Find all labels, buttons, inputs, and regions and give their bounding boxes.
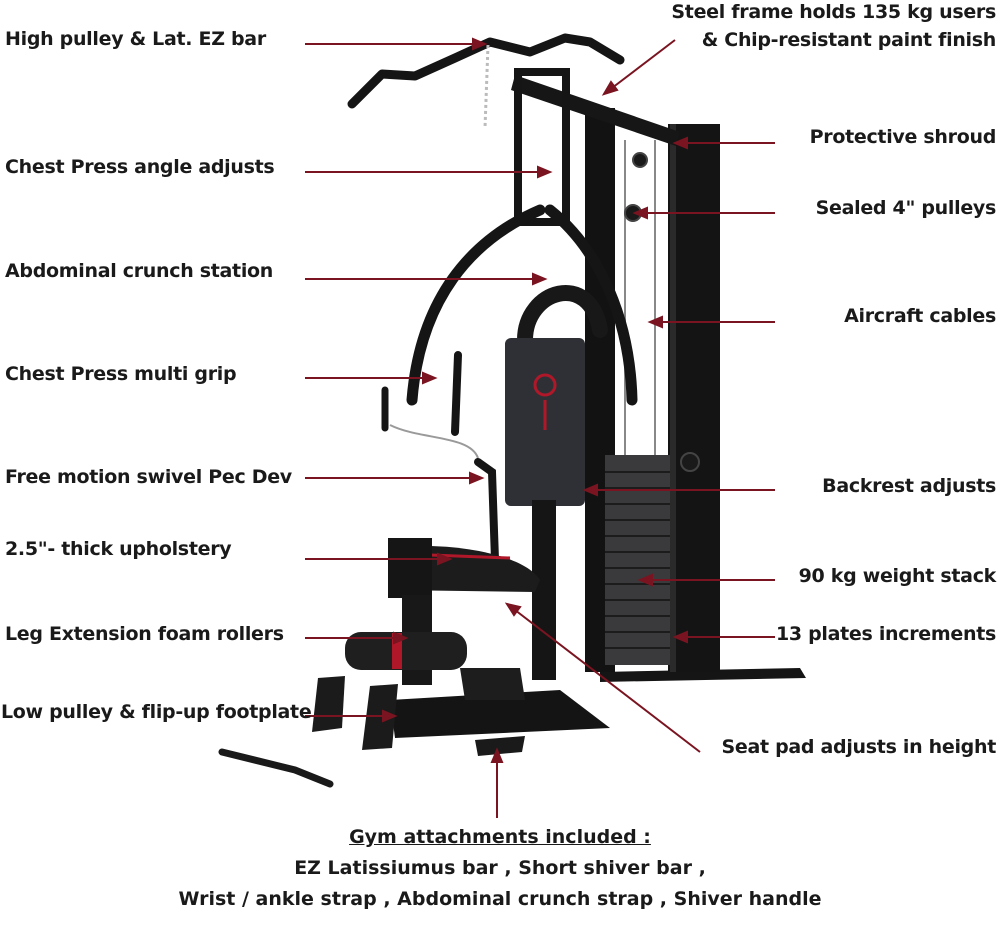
label-leg-extension: Leg Extension foam rollers (5, 623, 284, 645)
label-abdominal-crunch: Abdominal crunch station (5, 260, 274, 282)
attachments-line-1: EZ Latissiumus bar , Short shiver bar , (294, 857, 706, 879)
label-seat-pad: Seat pad adjusts in height (721, 736, 997, 758)
label-chest-press-angle: Chest Press angle adjusts (5, 156, 275, 178)
label-upholstery: 2.5"- thick upholstery (5, 538, 232, 560)
leader-line (514, 609, 701, 753)
lat-ez-bar (347, 33, 625, 109)
label-low-pulley: Low pulley & flip-up footplate (1, 701, 312, 723)
shiver-handle (218, 748, 334, 788)
top-beam (511, 75, 680, 146)
label-paint-finish: & Chip-resistant paint finish (701, 29, 997, 51)
footplate-left (312, 676, 345, 732)
attachments-caption: Gym attachments included : EZ Latissiumu… (0, 822, 1000, 915)
ankle-strap (475, 736, 525, 756)
leader-line (611, 39, 676, 89)
label-sealed-pulleys: Sealed 4" pulleys (815, 197, 997, 219)
front-base-foot (390, 690, 610, 738)
label-steel-frame: Steel frame holds 135 kg users (671, 1, 996, 23)
attachments-line-2: Wrist / ankle strap , Abdominal crunch s… (178, 888, 822, 910)
attachments-heading: Gym attachments included : (349, 826, 651, 848)
label-weight-stack: 90 kg weight stack (798, 565, 997, 587)
chest-press-frame (514, 68, 570, 226)
label-pec-dec: Free motion swivel Pec Dev (5, 466, 292, 488)
label-high-pulley: High pulley & Lat. EZ bar (5, 28, 266, 50)
leg-extension-rollers (345, 632, 467, 670)
label-plate-increments: 13 plates increments (775, 623, 996, 645)
label-protective-shroud: Protective shroud (809, 126, 997, 148)
weight-stack (605, 455, 670, 665)
label-backrest-adjusts: Backrest adjusts (822, 475, 996, 497)
chest-press-arm-right (544, 204, 638, 406)
rear-base-foot (600, 668, 806, 682)
abdominal-crunch-pad (517, 285, 608, 348)
label-aircraft-cables: Aircraft cables (844, 305, 996, 327)
label-chest-press-grip: Chest Press multi grip (5, 363, 237, 385)
pec-dec-swivel (474, 458, 499, 564)
